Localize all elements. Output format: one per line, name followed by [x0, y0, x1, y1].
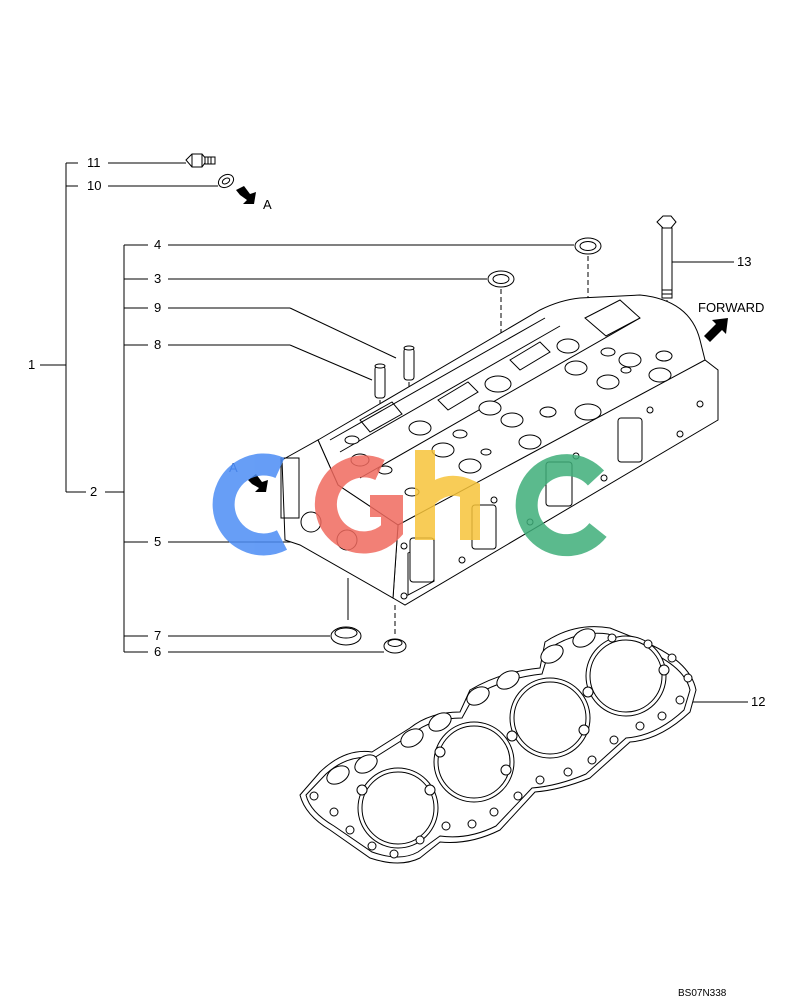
forward-label: FORWARD	[698, 300, 764, 315]
seal-part-7	[330, 626, 362, 646]
watermark-letter-c	[212, 453, 288, 556]
watermark-logo	[212, 450, 607, 557]
watermark-letter-c2	[515, 454, 607, 557]
watermark-letter-g	[314, 455, 403, 554]
callout-5: 5	[154, 534, 161, 549]
callout-8: 8	[154, 337, 161, 352]
watermark-letter-h	[415, 450, 480, 540]
bolt-part-11	[185, 153, 216, 168]
callout-6: 6	[154, 644, 161, 659]
callout-7: 7	[154, 628, 161, 643]
arrow-icon	[236, 186, 256, 204]
seal-part-6	[383, 605, 407, 654]
callout-12: 12	[751, 694, 765, 709]
callout-1: 1	[28, 357, 35, 372]
callout-9: 9	[154, 300, 161, 315]
callout-numbers: 1 2 3 4 5 6 7 8 9 10 11 12 13	[28, 155, 765, 709]
callout-11: 11	[87, 155, 101, 170]
callout-3: 3	[154, 271, 161, 286]
cylinder-head-part-5	[280, 294, 719, 620]
head-gasket-part-12	[299, 626, 697, 864]
washer-part-10	[217, 173, 235, 189]
view-a-arrow-top: A	[236, 186, 272, 212]
arrow-icon	[248, 474, 268, 492]
callout-13: 13	[737, 254, 751, 269]
callout-2: 2	[90, 484, 97, 499]
callout-10: 10	[87, 178, 101, 193]
arrow-icon	[704, 318, 728, 342]
forward-indicator: FORWARD	[698, 300, 764, 342]
callout-4: 4	[154, 237, 161, 252]
drawing-code: BS07N338	[678, 988, 727, 999]
view-a-label-top: A	[263, 197, 272, 212]
